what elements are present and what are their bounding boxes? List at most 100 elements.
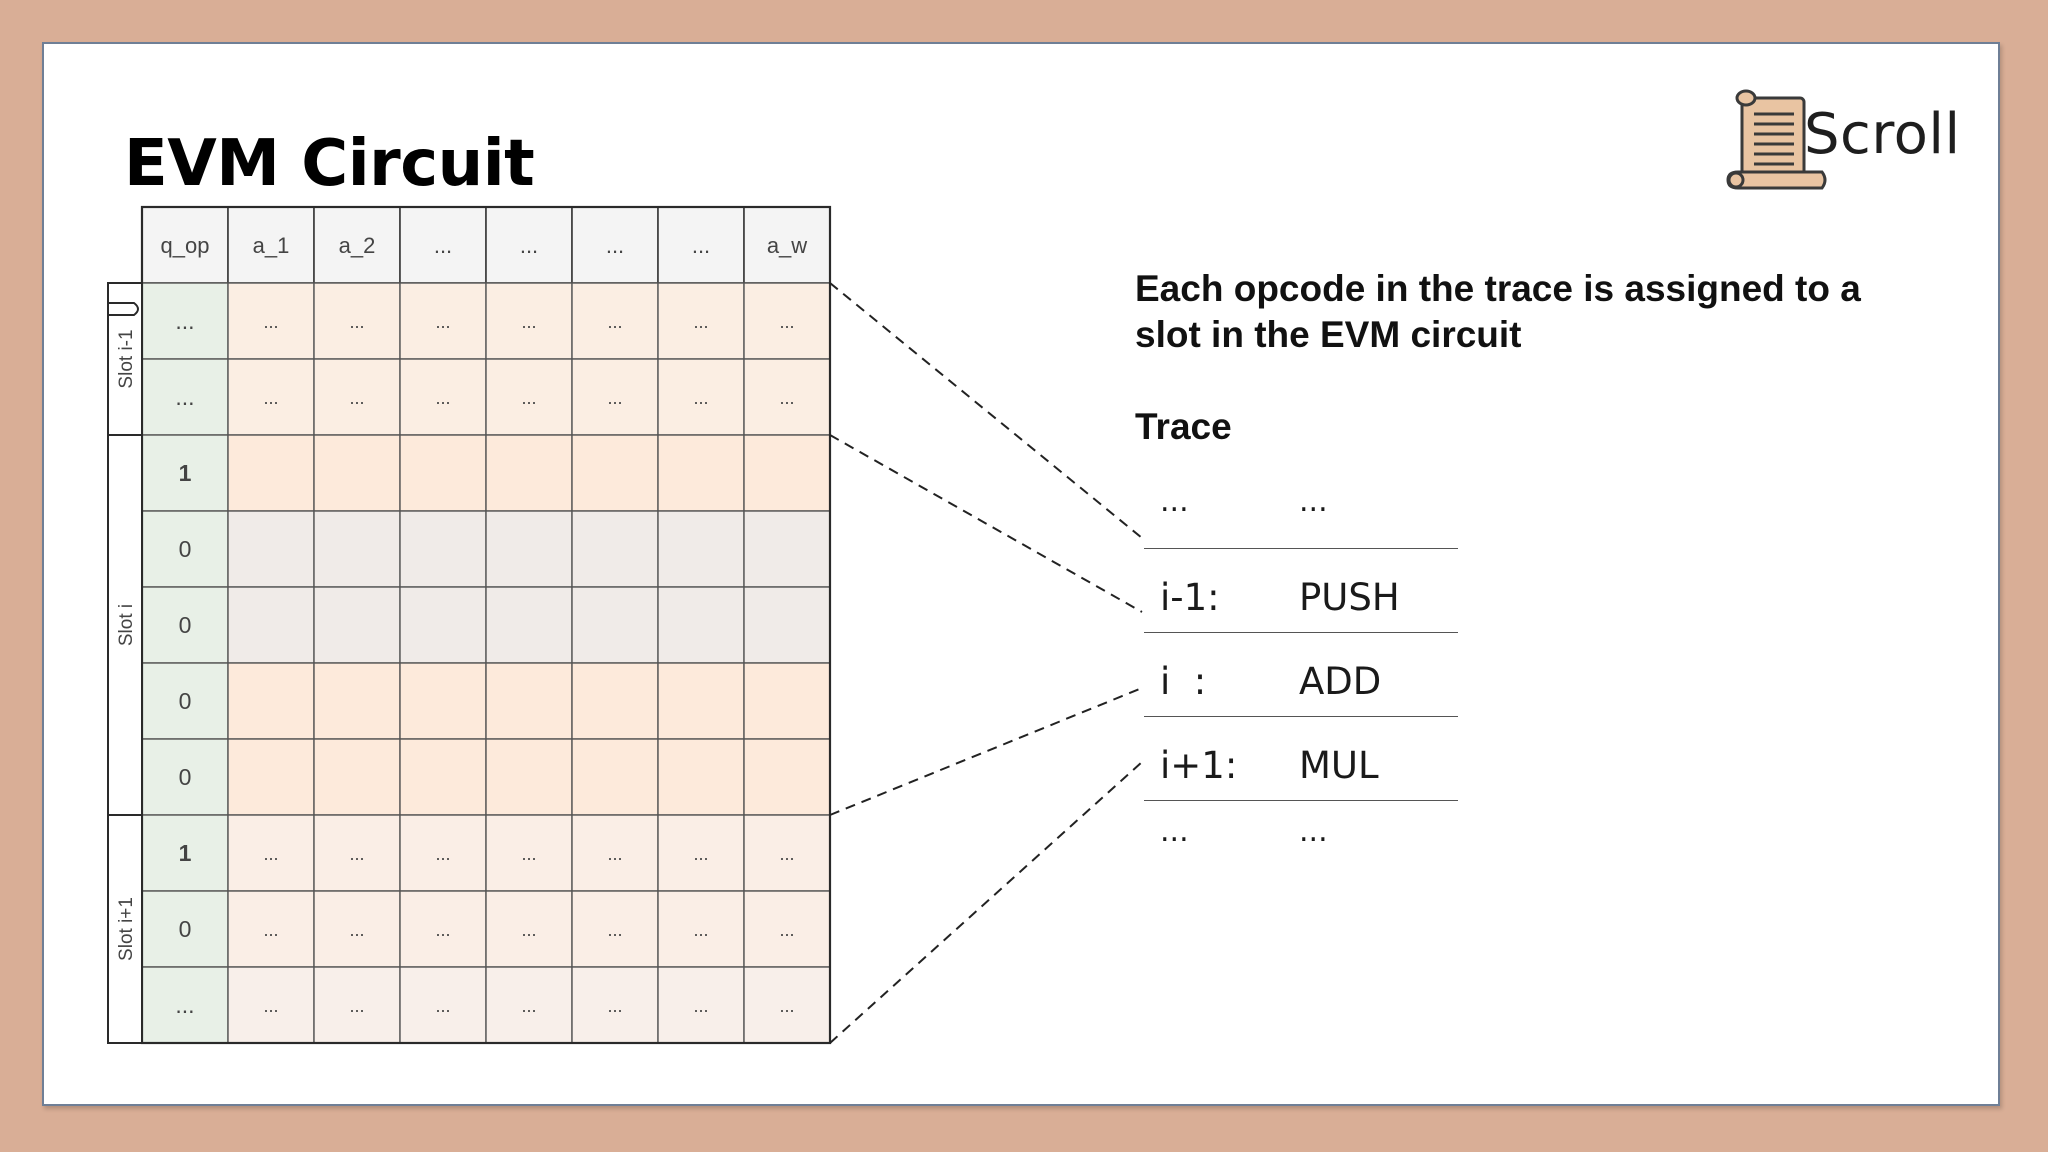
- advice-cell: [313, 662, 401, 740]
- logo-text: Scroll: [1804, 102, 1961, 167]
- advice-cell: [485, 890, 573, 968]
- q-op-cell: [141, 890, 229, 968]
- advice-cell: [571, 282, 659, 360]
- advice-cell: [743, 662, 831, 740]
- cell-value: ...: [435, 844, 450, 864]
- trace-index: ...: [1160, 484, 1189, 519]
- advice-cell: [227, 586, 315, 664]
- cell-value: ...: [263, 312, 278, 332]
- advice-cell: [313, 434, 401, 512]
- cell-value: ...: [693, 388, 708, 408]
- header-cell: [657, 206, 745, 284]
- advice-cell: [571, 586, 659, 664]
- advice-cell: [399, 586, 487, 664]
- cell-value: ...: [435, 312, 450, 332]
- cell-value: ...: [693, 844, 708, 864]
- cell-value: ...: [263, 996, 278, 1016]
- q-op-cell: [141, 814, 229, 892]
- q-op-value: ...: [175, 384, 194, 410]
- advice-cell: [313, 890, 401, 968]
- trace-opcode: MUL: [1299, 744, 1379, 787]
- scroll-logo-icon: [1726, 89, 1827, 190]
- cell-value: ...: [693, 312, 708, 332]
- advice-cell: [399, 510, 487, 588]
- advice-cell: [227, 510, 315, 588]
- trace-opcode: PUSH: [1299, 576, 1400, 619]
- trace-row: i-1: PUSH: [1144, 548, 1458, 632]
- cell-value: ...: [521, 920, 536, 940]
- advice-cell: [227, 282, 315, 360]
- q-op-cell: [141, 738, 229, 816]
- advice-cell: [313, 510, 401, 588]
- advice-cell: [743, 586, 831, 664]
- cell-value: ...: [521, 996, 536, 1016]
- advice-cell: [227, 814, 315, 892]
- trace-index: i-1:: [1160, 576, 1220, 619]
- cell-value: ...: [779, 920, 794, 940]
- q-op-value: 1: [179, 840, 192, 866]
- advice-cell: [657, 966, 745, 1044]
- cell-value: ...: [435, 996, 450, 1016]
- advice-cell: [399, 738, 487, 816]
- page-title: EVM Circuit: [124, 127, 535, 201]
- cell-value: ...: [521, 312, 536, 332]
- advice-cell: [571, 738, 659, 816]
- advice-cell: [313, 586, 401, 664]
- cell-value: ...: [349, 844, 364, 864]
- trace-divider: [1144, 716, 1458, 717]
- q-op-cell: [141, 282, 229, 360]
- advice-cell: [313, 358, 401, 436]
- advice-cell: [571, 662, 659, 740]
- cell-value: ...: [607, 312, 622, 332]
- advice-cell: [485, 662, 573, 740]
- advice-cell: [485, 510, 573, 588]
- cell-value: ...: [263, 920, 278, 940]
- advice-cell: [657, 586, 745, 664]
- trace-divider: [1144, 632, 1458, 633]
- q-op-value: 1: [179, 460, 192, 486]
- advice-cell: [227, 434, 315, 512]
- connector-line: [829, 761, 1143, 1044]
- header-label: a_2: [339, 233, 376, 258]
- header-label: q_op: [161, 233, 210, 258]
- slot-label: Slot i+1: [116, 897, 137, 961]
- advice-cell: [399, 966, 487, 1044]
- connector-line: [829, 282, 1143, 539]
- trace-row: ... ...: [1144, 800, 1458, 884]
- advice-cell: [313, 282, 401, 360]
- cell-value: ...: [349, 920, 364, 940]
- advice-cell: [743, 738, 831, 816]
- trace-index: ...: [1160, 814, 1189, 849]
- cell-value: ...: [693, 996, 708, 1016]
- cell-value: ...: [521, 844, 536, 864]
- trace-row: ... ...: [1144, 474, 1458, 548]
- q-op-cell: [141, 966, 229, 1044]
- header-label: ...: [520, 233, 538, 258]
- advice-cell: [571, 434, 659, 512]
- advice-cell: [399, 890, 487, 968]
- trace-opcode: ...: [1299, 484, 1328, 519]
- advice-cell: [743, 434, 831, 512]
- q-op-value: 0: [179, 612, 192, 638]
- advice-cell: [227, 662, 315, 740]
- advice-cell: [399, 814, 487, 892]
- header-cell: [313, 206, 401, 284]
- advice-cell: [657, 434, 745, 512]
- advice-cell: [743, 890, 831, 968]
- slot-label: Slot i: [116, 604, 137, 646]
- description: Each opcode in the trace is assigned to …: [1135, 268, 1861, 355]
- cell-value: ...: [349, 996, 364, 1016]
- cell-value: ...: [607, 920, 622, 940]
- advice-cell: [657, 814, 745, 892]
- advice-cell: [657, 890, 745, 968]
- slot-label: Slot i-1: [116, 329, 137, 388]
- advice-cell: [571, 814, 659, 892]
- advice-cell: [485, 738, 573, 816]
- advice-cell: [743, 358, 831, 436]
- slot-bracket: [107, 282, 139, 316]
- advice-cell: [227, 738, 315, 816]
- slot-label-box: [107, 814, 143, 1044]
- q-op-value: 0: [179, 764, 192, 790]
- cell-value: ...: [435, 388, 450, 408]
- advice-cell: [485, 966, 573, 1044]
